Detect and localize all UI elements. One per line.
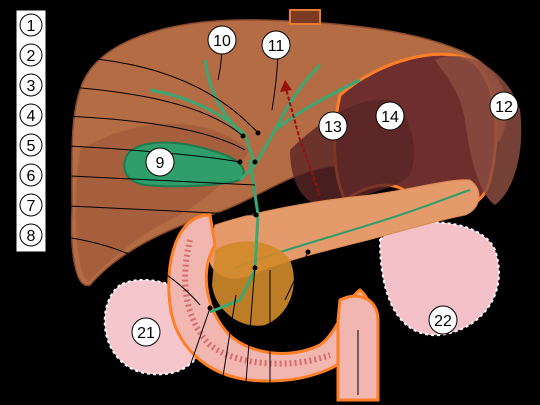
marker-2 (19, 43, 43, 67)
marker-3 (19, 73, 43, 97)
marker-22 (428, 305, 458, 335)
marker-9 (145, 147, 175, 177)
marker-13 (318, 111, 348, 141)
marker-2-text: 2 (27, 48, 36, 65)
marker-8-text: 8 (27, 228, 36, 245)
marker-5 (19, 133, 43, 157)
marker-13-text: 13 (324, 119, 342, 136)
marker-14-text: 14 (381, 109, 399, 126)
leader-lines (43, 24, 359, 396)
marker-11-text: 11 (268, 38, 285, 55)
marker-9-text: 9 (156, 155, 165, 172)
artery-arrowhead (280, 80, 292, 92)
marker-12-text: 12 (495, 99, 513, 116)
marker-21-text: 21 (137, 325, 155, 342)
marker-10-text: 10 (213, 33, 231, 50)
marker-1-text: 1 (27, 18, 36, 35)
duct-junction-dots (207, 130, 311, 311)
marker-12 (489, 91, 519, 121)
falciform-ligament (289, 9, 321, 25)
bile-ducts (149, 59, 361, 314)
marker-4-text: 4 (27, 108, 36, 125)
marker-14 (375, 101, 405, 131)
marker-8 (19, 223, 43, 247)
marker-1 (19, 13, 43, 37)
marker-11 (261, 30, 291, 60)
duodenum-folds (182, 239, 332, 367)
marker-5-text: 5 (27, 138, 36, 155)
legend-column: 1 2 3 4 5 6 7 8 (15, 9, 47, 253)
marker-3-text: 3 (27, 78, 36, 95)
marker-10 (207, 25, 237, 55)
marker-21 (131, 317, 161, 347)
marker-6 (19, 163, 43, 187)
hepatic-artery (284, 84, 321, 196)
marker-4 (19, 103, 43, 127)
pancreas-head (212, 241, 294, 326)
right-kidney-region (378, 221, 500, 337)
marker-7 (19, 193, 43, 217)
marker-7-text: 7 (27, 198, 36, 215)
marker-22-text: 22 (434, 313, 452, 330)
marker-6-text: 6 (27, 168, 36, 185)
